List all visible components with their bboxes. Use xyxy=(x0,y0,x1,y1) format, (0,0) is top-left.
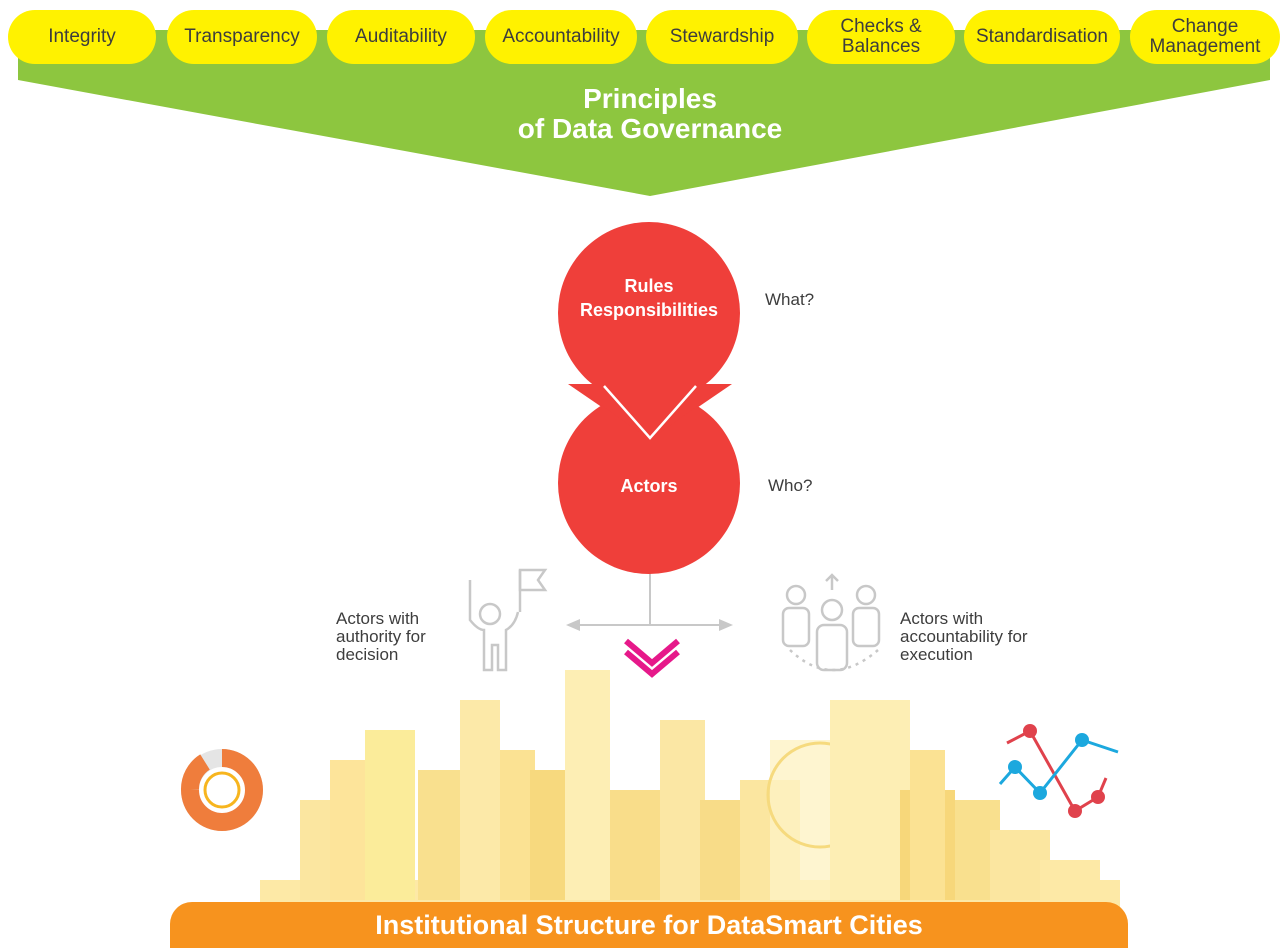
what-question: What? xyxy=(765,290,815,309)
line-chart-icon xyxy=(998,724,1119,818)
principle-pill-stewardship: Stewardship xyxy=(646,10,798,64)
rules-responsibilities-label: Rules Responsibilities xyxy=(579,276,719,320)
actors-accountability-text: Actors with accountability for execution xyxy=(900,609,1028,664)
rules-responsibilities-circle xyxy=(558,222,740,404)
principle-pill-standardisation: Standardisation xyxy=(964,10,1120,64)
double-arrow xyxy=(566,619,733,631)
decision-maker-icon xyxy=(468,568,548,672)
principle-pill-accountability: Accountability xyxy=(485,10,637,64)
banner-title: Principles of Data Governance xyxy=(517,83,783,144)
actors-authority-text: Actors with authority for decision xyxy=(336,609,426,664)
team-group-icon xyxy=(781,573,881,672)
principle-pill-checks-balances: Checks & Balances xyxy=(807,10,955,64)
double-chevron-down-icon xyxy=(624,638,680,678)
donut-chart-icon xyxy=(181,749,263,831)
principle-pill-transparency: Transparency xyxy=(167,10,317,64)
principle-pill-integrity: Integrity xyxy=(8,10,156,64)
principle-pill-auditability: Auditability xyxy=(327,10,475,64)
who-question: Who? xyxy=(768,476,813,495)
principle-pill-change-management: Change Management xyxy=(1130,10,1280,64)
institutional-structure-bar: Institutional Structure for DataSmart Ci… xyxy=(170,902,1128,948)
actors-label: Actors xyxy=(620,476,678,496)
principles-funnel xyxy=(18,30,1270,196)
